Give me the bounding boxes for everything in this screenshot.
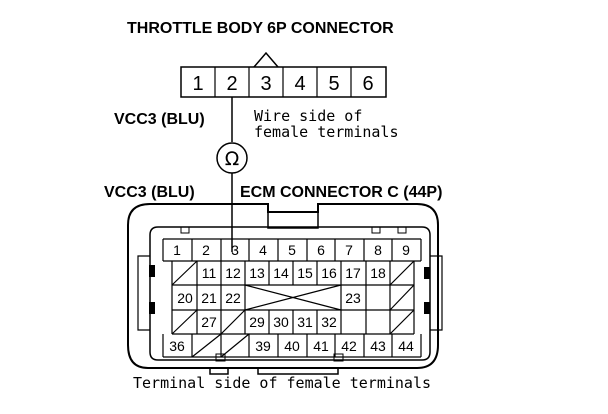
- throttle-connector: 1 2 3 4 5 6: [180, 51, 387, 98]
- throttle-pin-label: 1: [192, 73, 203, 95]
- ecm-pin-label: 40: [284, 338, 300, 354]
- ecm-pin-label: 15: [297, 265, 313, 281]
- ecm-pin-label: 3: [231, 242, 239, 258]
- ecm-pin-label: 21: [201, 290, 217, 306]
- ecm-pin-label: 42: [341, 338, 357, 354]
- ecm-pin-label: 43: [370, 338, 386, 354]
- ecm-pin-label: 18: [370, 265, 386, 281]
- test-wire: Ω: [216, 97, 248, 252]
- wire-label-top: VCC3 (BLU): [114, 111, 205, 128]
- ecm-pin-label: 22: [225, 290, 241, 306]
- ecm-pin-label: 7: [345, 242, 353, 258]
- ecm-pin-label: 36: [169, 338, 185, 354]
- ecm-pin-label: 29: [249, 314, 265, 330]
- ecm-pin-label: 41: [313, 338, 329, 354]
- wire-side-note-line2: female terminals: [254, 123, 399, 141]
- ecm-pin-label: 1: [173, 242, 181, 258]
- ecm-pin-label: 39: [255, 338, 271, 354]
- ecm-pin-label: 5: [288, 242, 296, 258]
- throttle-pin-label: 4: [294, 73, 305, 95]
- ecm-connector-title: ECM CONNECTOR C (44P): [240, 184, 442, 201]
- ecm-pin-label: 9: [402, 242, 410, 258]
- ecm-pin-label: 31: [297, 314, 313, 330]
- ecm-pin-label: 14: [273, 265, 289, 281]
- ecm-pin-label: 30: [273, 314, 289, 330]
- ecm-pin-label: 23: [345, 290, 361, 306]
- ecm-pin-label: 16: [321, 265, 337, 281]
- ecm-pin-label: 32: [321, 314, 337, 330]
- throttle-pin-label: 2: [226, 73, 237, 95]
- wire-side-note-line1: Wire side of: [254, 107, 362, 125]
- ecm-pin-label: 17: [345, 265, 361, 281]
- throttle-pin-label: 6: [362, 73, 373, 95]
- ecm-pin-label: 11: [202, 265, 217, 281]
- ecm-pin-label: 8: [374, 242, 382, 258]
- ecm-footer-note: Terminal side of female terminals: [133, 374, 431, 392]
- throttle-connector-title: THROTTLE BODY 6P CONNECTOR: [127, 20, 394, 37]
- ecm-connector: 1 2 3 4 5 6 7 8 9 11 12 13 14 15 16 17 1…: [127, 203, 443, 375]
- ecm-pin-label: 20: [177, 290, 193, 306]
- ecm-pin-label: 27: [201, 314, 217, 330]
- ohm-symbol: Ω: [225, 148, 240, 170]
- ecm-terminal-grid: [162, 238, 422, 358]
- ecm-pin-label: 13: [249, 265, 265, 281]
- ecm-pin-label: 4: [259, 242, 267, 258]
- empty-cavity-marks: [171, 260, 415, 358]
- ecm-pin-label: 12: [225, 265, 241, 281]
- ecm-pin-label: 44: [398, 338, 414, 354]
- wire-label-bottom: VCC3 (BLU): [104, 184, 195, 201]
- throttle-pin-label: 3: [260, 73, 271, 95]
- throttle-pin-label: 5: [328, 73, 339, 95]
- ecm-pin-label: 6: [317, 242, 325, 258]
- ecm-pin-label: 2: [202, 242, 210, 258]
